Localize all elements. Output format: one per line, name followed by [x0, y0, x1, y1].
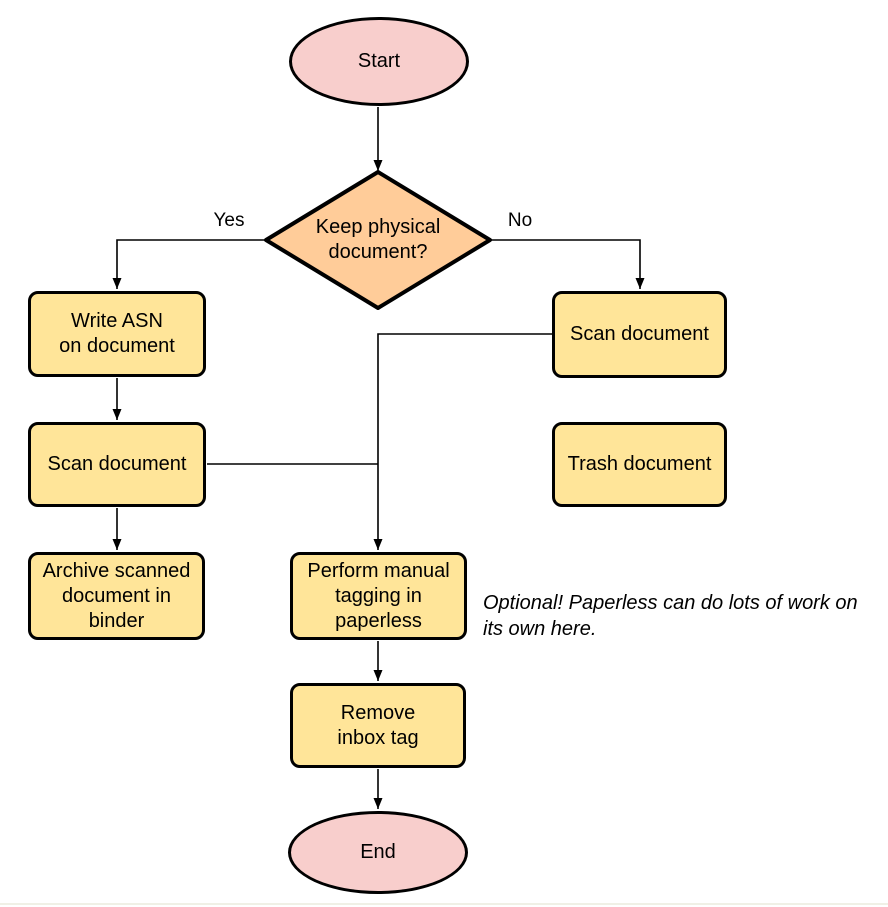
node-trash-document: Trash document: [552, 422, 727, 507]
node-trash-document-label: Trash document: [567, 453, 712, 475]
node-end-label: End: [360, 841, 396, 863]
edge-label-no: No: [507, 210, 533, 231]
node-scan-document-right-label: Scan document: [570, 323, 709, 345]
node-start-label: Start: [357, 50, 401, 72]
bottom-hairline: [0, 903, 888, 905]
edge-decision-no-to-scan-right: [490, 239, 645, 289]
node-start: Start: [289, 17, 469, 106]
edge-scan-right-to-perform-tagging: [373, 333, 553, 550]
node-scan-document-right: Scan document: [552, 291, 727, 378]
node-write-asn: Write ASN on document: [28, 291, 206, 377]
node-end: End: [288, 811, 468, 894]
node-scan-document-left-label: Scan document: [47, 453, 187, 475]
node-perform-tagging: Perform manual tagging in paperless: [290, 552, 467, 640]
edge-label-yes: Yes: [213, 210, 245, 231]
node-perform-tagging-label: Perform manual tagging in paperless: [307, 559, 450, 632]
node-archive-scanned: Archive scanned document in binder: [28, 552, 205, 640]
node-decision: Keep physical document?: [278, 172, 478, 308]
optional-note: Optional! Paperless can do lots of work …: [483, 592, 858, 640]
node-write-asn-label: Write ASN on document: [59, 310, 175, 357]
node-archive-scanned-label: Archive scanned document in binder: [42, 559, 191, 632]
decision-shape: [264, 170, 492, 310]
edge-decision-yes-to-write-asn: [112, 239, 266, 289]
node-decision-label: Keep physical document?: [315, 216, 441, 263]
node-remove-inbox-tag-label: Remove inbox tag: [337, 701, 419, 749]
node-scan-document-left: Scan document: [28, 422, 206, 507]
node-remove-inbox-tag: Remove inbox tag: [290, 683, 466, 768]
